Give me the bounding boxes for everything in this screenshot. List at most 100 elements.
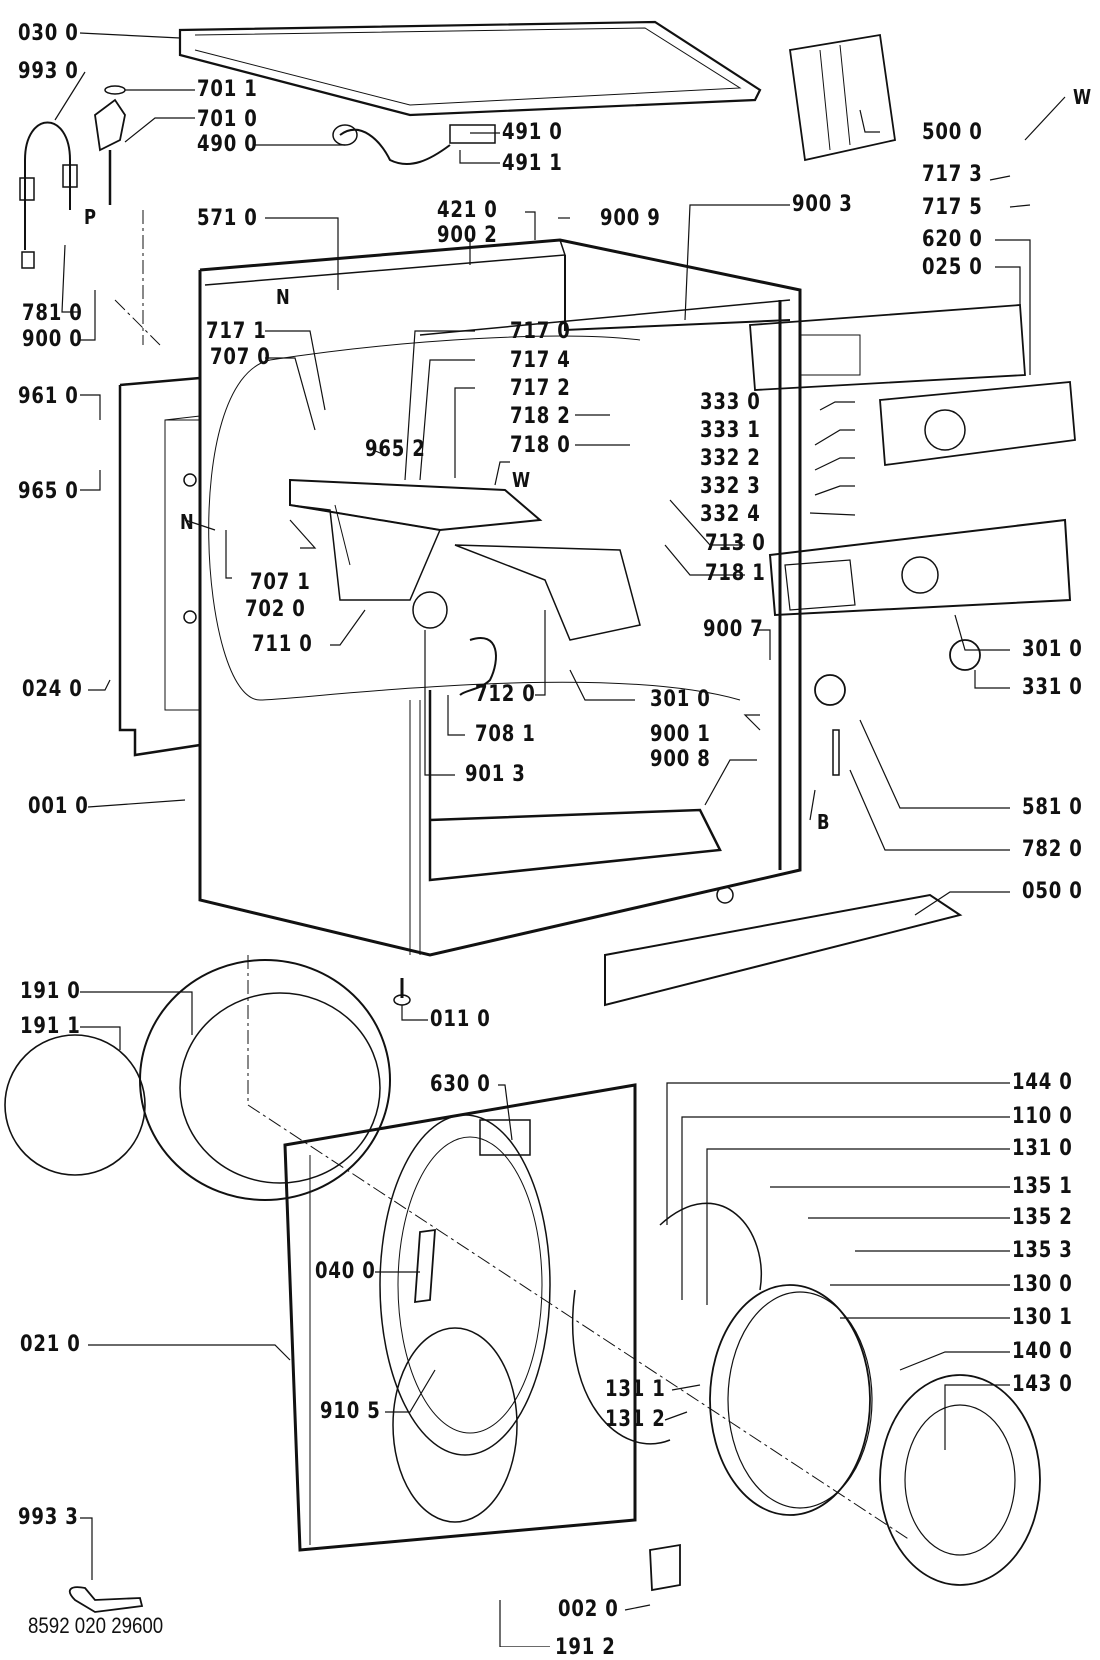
part-label: 711 0 (252, 632, 313, 657)
part-label: 135 2 (1012, 1205, 1073, 1230)
part-label: 002 0 (558, 1597, 619, 1622)
part-label: 333 1 (700, 418, 761, 443)
electronic-module (880, 382, 1075, 465)
part-label: 993 0 (18, 59, 79, 84)
filter-cover (650, 1545, 680, 1590)
part-label: 333 0 (700, 390, 761, 415)
part-label: 040 0 (315, 1259, 376, 1284)
axis-lines (115, 210, 910, 1540)
door-handle (415, 1230, 435, 1302)
part-label: 707 1 (250, 570, 311, 595)
part-label: N (276, 285, 291, 309)
part-label: 901 3 (465, 762, 526, 787)
part-label: 144 0 (1012, 1070, 1073, 1095)
part-label: 717 2 (510, 376, 571, 401)
front-panel (285, 1085, 635, 1550)
part-label: 965 2 (365, 437, 426, 462)
door-lock (480, 1120, 530, 1155)
inlet-hose (20, 123, 77, 269)
part-label: 961 0 (18, 384, 79, 409)
part-label: 718 2 (510, 404, 571, 429)
part-label: 421 0 (437, 198, 498, 223)
part-label: 717 0 (510, 319, 571, 344)
part-label: 130 0 (1012, 1272, 1073, 1297)
part-label: 630 0 (430, 1072, 491, 1097)
part-label: 301 0 (650, 687, 711, 712)
part-label: 491 1 (502, 151, 563, 176)
part-label: 490 0 (197, 132, 258, 157)
wrench-tool (70, 1587, 142, 1612)
part-label: 718 1 (705, 561, 766, 586)
part-label: 781 0 (22, 301, 83, 326)
part-label: 701 1 (197, 77, 258, 102)
leader-lines (55, 33, 1065, 1647)
knob (950, 640, 980, 670)
part-label: 620 0 (922, 227, 983, 252)
part-label: 717 1 (206, 319, 267, 344)
part-label: 050 0 (1022, 879, 1083, 904)
part-label: W (512, 468, 531, 492)
part-label: 491 0 (502, 120, 563, 145)
part-label: 900 8 (650, 747, 711, 772)
part-label: 191 0 (20, 979, 81, 1004)
drain-hose (413, 592, 496, 695)
part-label: 707 0 (210, 345, 271, 370)
part-label: 191 1 (20, 1014, 81, 1039)
part-label: P (84, 205, 97, 229)
part-label: 900 7 (703, 617, 764, 642)
part-label: 900 0 (22, 327, 83, 352)
part-label: 900 1 (650, 722, 711, 747)
door-seal-disc (393, 1328, 517, 1522)
part-label: 910 5 (320, 1399, 381, 1424)
part-label: 135 3 (1012, 1238, 1073, 1263)
door-inner-frame (573, 1203, 762, 1443)
part-label: 717 5 (922, 195, 983, 220)
top-cover (180, 22, 760, 115)
side-panel (120, 378, 200, 755)
part-label: 030 0 (18, 21, 79, 46)
part-label: W (1073, 85, 1092, 109)
door-glass (710, 1285, 872, 1515)
part-label: 718 0 (510, 433, 571, 458)
part-label: 331 0 (1022, 675, 1083, 700)
control-fascia (770, 520, 1070, 615)
part-label: 301 0 (1022, 637, 1083, 662)
part-label: 900 3 (792, 192, 853, 217)
part-label: 993 3 (18, 1505, 79, 1530)
part-label: 900 9 (600, 206, 661, 231)
part-label: 702 0 (245, 597, 306, 622)
document-number: 8592 020 29600 (28, 1613, 164, 1638)
part-label: 140 0 (1012, 1339, 1073, 1364)
part-label: 024 0 (22, 677, 83, 702)
control-pcb (750, 305, 1025, 390)
water-inlet-valve (95, 86, 125, 205)
part-label: 135 1 (1012, 1174, 1073, 1199)
door-outer-ring (880, 1375, 1040, 1585)
front-trim (605, 895, 960, 1005)
part-label: 782 0 (1022, 837, 1083, 862)
part-label: 191 2 (555, 1635, 616, 1660)
part-label: N (180, 510, 195, 534)
part-label: 965 0 (18, 479, 79, 504)
part-label: 717 4 (510, 348, 571, 373)
part-label: 130 1 (1012, 1305, 1073, 1330)
part-label: 110 0 (1012, 1104, 1073, 1129)
part-label: 332 3 (700, 474, 761, 499)
part-label: 332 4 (700, 502, 761, 527)
cabinet-body (200, 240, 800, 955)
part-label: 131 1 (605, 1377, 666, 1402)
part-label: 500 0 (922, 120, 983, 145)
part-label: 708 1 (475, 722, 536, 747)
part-label: 131 2 (605, 1407, 666, 1432)
detergent-dispenser (290, 480, 640, 640)
part-label: 143 0 (1012, 1372, 1073, 1397)
part-label: 332 2 (700, 446, 761, 471)
pressure-switch (815, 675, 845, 775)
part-label: 571 0 (197, 206, 258, 231)
part-label: 717 3 (922, 162, 983, 187)
part-label: 025 0 (922, 255, 983, 280)
foot-screw (394, 978, 410, 1005)
part-label: 001 0 (28, 794, 89, 819)
part-label: 900 2 (437, 223, 498, 248)
